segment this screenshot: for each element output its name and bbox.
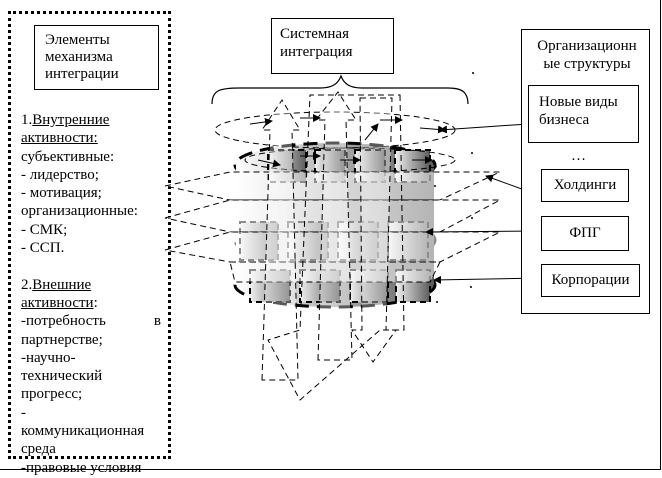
arrow-down-1 xyxy=(351,97,397,363)
comm-dash: - xyxy=(21,404,26,421)
external-heading-2: активности: xyxy=(21,294,98,311)
integration-title: Системная интеграция xyxy=(271,18,394,74)
structures-title: Организационн ые структуры xyxy=(537,38,637,72)
need-item-2: партнерстве; xyxy=(21,331,103,348)
science-item: -научно- xyxy=(21,349,76,366)
integration-brace xyxy=(211,74,469,105)
arrow-up-2 xyxy=(314,91,357,361)
corporations-box: Корпорации xyxy=(541,264,640,297)
mechanism-panel xyxy=(8,11,171,459)
smk-item: - СМК; xyxy=(21,221,68,238)
internal-heading-2: активности: xyxy=(21,130,98,147)
comm-item: коммуникационная xyxy=(21,423,145,440)
band-3 xyxy=(164,231,501,263)
external-heading: 2.Внешние xyxy=(21,276,92,293)
fpg-box: ФПГ xyxy=(541,216,629,251)
motivation-item: - мотивация; xyxy=(21,185,102,202)
subjective-label: субъективные: xyxy=(21,148,115,165)
new-business-box: Новые виды бизнеса xyxy=(528,85,639,143)
science-item-3: прогресс; xyxy=(21,386,83,403)
legal-item: -правовые условия xyxy=(21,459,142,476)
comm-item-2: среда xyxy=(21,441,56,458)
organizational-label: организационные: xyxy=(21,203,138,220)
holdings-box: Холдинги xyxy=(541,169,629,202)
structures-ellipsis: … xyxy=(571,148,588,164)
ssp-item: - ССП. xyxy=(21,240,65,257)
internal-heading: 1.Внутренние xyxy=(21,112,110,128)
connector-new-business xyxy=(439,123,529,134)
arrow-diag-1 xyxy=(267,94,405,401)
mechanism-title: Элементы механизма интеграции xyxy=(34,25,159,90)
science-item-2: технический xyxy=(21,368,103,385)
mechanism-activities: 1.Внутренние активности: субъективные: -… xyxy=(21,111,161,477)
band-1 xyxy=(164,171,501,201)
band-2 xyxy=(164,199,501,233)
arrow-up-1 xyxy=(261,99,301,381)
leadership-item: - лидерство; xyxy=(21,166,99,183)
